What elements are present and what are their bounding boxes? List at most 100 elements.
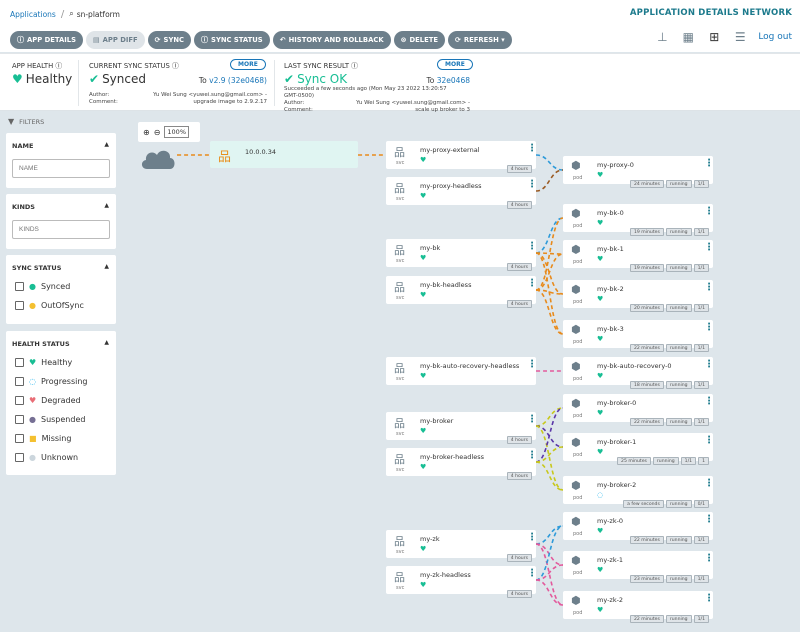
filter-suspended[interactable]: ●Suspended	[15, 415, 85, 424]
kebab-menu-icon[interactable]: ⋮	[704, 514, 714, 525]
zoom-controls: ⊕ ⊖ 100%	[138, 122, 200, 142]
kebab-menu-icon[interactable]: ⋮	[704, 478, 714, 489]
toolbar-button-6[interactable]: ⟳REFRESH ▾	[448, 31, 512, 49]
filter-synced[interactable]: ●Synced	[15, 282, 70, 291]
toolbar-button-5[interactable]: ⊗DELETE	[393, 31, 446, 49]
kebab-menu-icon[interactable]: ⋮	[704, 206, 714, 217]
toolbar-button-label: SYNC	[163, 36, 185, 44]
pods-view-icon[interactable]: ▦	[682, 30, 694, 44]
kebab-menu-icon[interactable]: ⋮	[527, 532, 537, 543]
kebab-menu-icon[interactable]: ⋮	[527, 179, 537, 190]
logout-link[interactable]: Log out	[758, 32, 792, 42]
sync-revision-link[interactable]: v2.9 (32e0468)	[209, 76, 267, 85]
kebab-menu-icon[interactable]: ⋮	[704, 593, 714, 604]
kebab-menu-icon[interactable]: ⋮	[704, 322, 714, 333]
kebab-menu-icon[interactable]: ⋮	[704, 158, 714, 169]
sync-more-button[interactable]: MORE	[230, 59, 266, 70]
kebab-menu-icon[interactable]: ⋮	[527, 143, 537, 154]
tree-view-icon[interactable]: ⊥	[657, 30, 668, 44]
kebab-menu-icon[interactable]: ⋮	[704, 242, 714, 253]
toolbar-button-2[interactable]: ⟳SYNC	[147, 31, 192, 49]
filter-degraded[interactable]: ♥Degraded	[15, 396, 81, 405]
caret-up-icon[interactable]: ▲	[104, 141, 109, 148]
node-name: my-broker	[420, 417, 454, 425]
toolbar-button-1[interactable]: ▤APP DIFF	[86, 31, 145, 49]
zoom-level[interactable]: 100%	[164, 126, 189, 138]
checkbox[interactable]	[15, 282, 24, 291]
checkbox[interactable]	[15, 415, 24, 424]
kebab-menu-icon[interactable]: ⋮	[527, 278, 537, 289]
caret-up-icon[interactable]: ▲	[104, 263, 109, 270]
filter-healthy[interactable]: ♥Healthy	[15, 358, 72, 367]
checkbox[interactable]	[15, 301, 24, 310]
pod-tag: a few seconds	[623, 500, 664, 508]
network-icon: 品	[394, 453, 405, 466]
caret-up-icon[interactable]: ▲	[104, 339, 109, 346]
divider	[274, 60, 275, 106]
filter-missing[interactable]: ■Missing	[15, 434, 71, 443]
filter-outofsync[interactable]: ●OutOfSync	[15, 301, 84, 310]
checkbox[interactable]	[15, 377, 24, 386]
last-sync-revision-link[interactable]: 32e0468	[436, 76, 470, 85]
network-view-icon[interactable]: ⊞	[709, 30, 720, 44]
filter-icon: ▼	[8, 117, 15, 126]
filter-progressing[interactable]: ◌Progressing	[15, 377, 88, 386]
kebab-menu-icon[interactable]: ⋮	[527, 359, 537, 370]
heart-icon: ♥	[597, 527, 604, 535]
toolbar-button-label: SYNC STATUS	[211, 36, 263, 44]
search-icon: ⌕	[69, 9, 74, 18]
checkbox[interactable]	[15, 434, 24, 443]
kebab-menu-icon[interactable]: ⋮	[527, 241, 537, 252]
cube-icon: ⬢	[571, 515, 581, 528]
zoom-out-icon[interactable]: ⊖	[153, 127, 161, 137]
kinds-filter-input[interactable]	[12, 220, 110, 239]
checkbox[interactable]	[15, 358, 24, 367]
checkbox[interactable]	[15, 396, 24, 405]
toolbar-button-4[interactable]: ↶HISTORY AND ROLLBACK	[272, 31, 391, 49]
kebab-menu-icon[interactable]: ⋮	[527, 450, 537, 461]
toolbar-icon: ⓘ	[201, 36, 209, 44]
checkbox[interactable]	[15, 453, 24, 462]
kebab-menu-icon[interactable]: ⋮	[704, 553, 714, 564]
pod-tag: running	[652, 457, 679, 465]
kebab-menu-icon[interactable]: ⋮	[704, 282, 714, 293]
zoom-in-icon[interactable]: ⊕	[143, 127, 150, 137]
list-view-icon[interactable]: ☰	[734, 30, 746, 44]
kebab-menu-icon[interactable]: ⋮	[704, 396, 714, 407]
caret-up-icon[interactable]: ▲	[104, 202, 109, 209]
age-tag: 4 hours	[506, 554, 532, 562]
kebab-menu-icon[interactable]: ⋮	[527, 568, 537, 579]
last-sync-more-button[interactable]: MORE	[437, 59, 473, 70]
cube-icon: ⬢	[571, 323, 581, 336]
kebab-menu-icon[interactable]: ⋮	[704, 359, 714, 370]
name-filter-input[interactable]	[12, 159, 110, 178]
kebab-menu-icon[interactable]: ⋮	[704, 435, 714, 446]
breadcrumb-applications-link[interactable]: Applications	[10, 9, 56, 19]
ingress-ip-node[interactable]: 品 10.0.0.34	[210, 141, 358, 168]
kebab-menu-icon[interactable]: ⋮	[527, 414, 537, 425]
filter-unknown[interactable]: ●Unknown	[15, 453, 78, 462]
